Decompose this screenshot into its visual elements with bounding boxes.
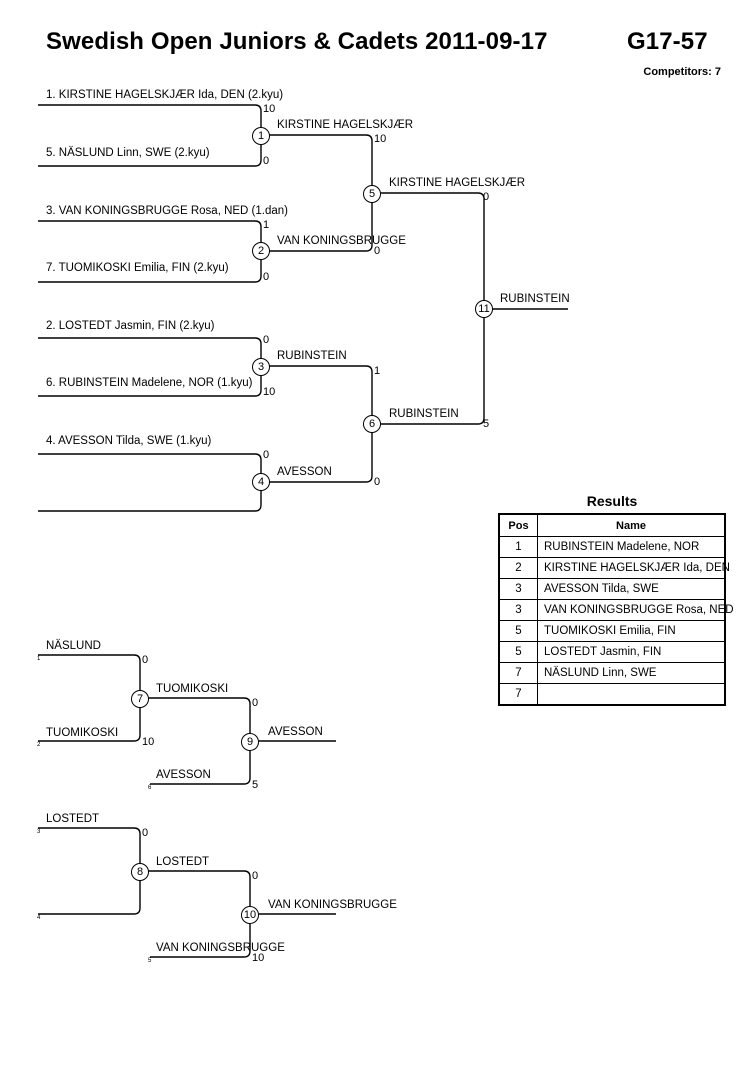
- pos-cell: 5: [498, 620, 538, 642]
- entry-3: 3. VAN KONINGSBRUGGE Rosa, NED (1.dan): [46, 205, 288, 217]
- match-node: 9: [241, 733, 259, 751]
- match-node: 10: [241, 906, 259, 924]
- pos-cell: 3: [498, 578, 538, 600]
- bronze-winner: VAN KONINGSBRUGGE: [268, 899, 397, 911]
- name-cell: VAN KONINGSBRUGGE Rosa, NED: [537, 599, 734, 621]
- match-node: 2: [252, 242, 270, 260]
- score: 5: [483, 418, 490, 430]
- name-cell: [537, 683, 726, 706]
- repechage-entry: LOSTEDT: [46, 813, 100, 825]
- match-node: 6: [363, 415, 381, 433]
- tournament-title: Swedish Open Juniors & Cadets 2011-09-17: [46, 28, 548, 55]
- match-node: 4: [252, 473, 270, 491]
- name-cell: RUBINSTEIN Madelene, NOR: [537, 536, 726, 558]
- winner-match-1: KIRSTINE HAGELSKJÆR: [277, 119, 414, 131]
- score: 0: [263, 271, 270, 283]
- score: 10: [252, 952, 265, 964]
- entry-mark: 5: [148, 958, 152, 964]
- pos-cell: 7: [498, 683, 538, 706]
- table-row: 7: [498, 683, 726, 706]
- name-cell: KIRSTINE HAGELSKJÆR Ida, DEN: [537, 557, 730, 579]
- score: 5: [252, 779, 259, 791]
- results-title: Results: [586, 493, 638, 509]
- repechage-entry: TUOMIKOSKI: [46, 727, 119, 739]
- name-cell: AVESSON Tilda, SWE: [537, 578, 726, 600]
- match-node: 3: [252, 358, 270, 376]
- pos-cell: 7: [498, 662, 538, 684]
- score: 0: [263, 334, 270, 346]
- category-label: G17-57: [627, 28, 708, 55]
- score: 1: [263, 219, 270, 231]
- winner-match-6: RUBINSTEIN: [389, 408, 459, 420]
- bronze-opponent: AVESSON: [156, 769, 211, 781]
- score: 0: [263, 449, 270, 461]
- score: 0: [252, 870, 259, 882]
- winner-match-5: KIRSTINE HAGELSKJÆR: [389, 177, 526, 189]
- score: 0: [374, 245, 381, 257]
- repechage-winner: TUOMIKOSKI: [156, 683, 229, 695]
- name-cell: NÄSLUND Linn, SWE: [537, 662, 726, 684]
- winner-match-3: RUBINSTEIN: [277, 350, 347, 362]
- pos-cell: 1: [498, 536, 538, 558]
- bronze-opponent: VAN KONINGSBRUGGE: [156, 942, 285, 954]
- name-cell: LOSTEDT Jasmin, FIN: [537, 641, 726, 663]
- entry-mark: 6: [148, 785, 152, 791]
- entry-mark: 3: [37, 829, 41, 835]
- score: 0: [252, 697, 259, 709]
- score: 0: [374, 476, 381, 488]
- entry-mark: 4: [37, 915, 41, 921]
- pos-cell: 5: [498, 641, 538, 663]
- col-name: Name: [537, 513, 726, 537]
- bronze-winner: AVESSON: [268, 726, 323, 738]
- col-pos: Pos: [498, 513, 538, 537]
- repechage-entry: NÄSLUND: [46, 640, 101, 652]
- score: 10: [263, 386, 276, 398]
- score: 10: [374, 133, 387, 145]
- score: 1: [374, 365, 381, 377]
- pos-cell: 2: [498, 557, 538, 579]
- winner-match-4: AVESSON: [277, 466, 332, 478]
- score: 0: [263, 155, 270, 167]
- match-node: 7: [131, 690, 149, 708]
- score: 0: [483, 191, 490, 203]
- entry-6: 6. RUBINSTEIN Madelene, NOR (1.kyu): [46, 377, 253, 389]
- entry-1: 1. KIRSTINE HAGELSKJÆR Ida, DEN (2.kyu): [46, 89, 284, 101]
- entry-5: 5. NÄSLUND Linn, SWE (2.kyu): [46, 147, 210, 159]
- score: 10: [142, 736, 155, 748]
- entry-4: 4. AVESSON Tilda, SWE (1.kyu): [46, 435, 212, 447]
- score: 0: [142, 654, 149, 666]
- page-title: Swedish Open Juniors & Cadets 2011-09-17…: [46, 28, 708, 56]
- match-node: 11: [475, 300, 493, 318]
- final-winner: RUBINSTEIN: [500, 293, 570, 305]
- competitors-count: Competitors: 7: [643, 66, 721, 78]
- score: 10: [263, 103, 276, 115]
- match-node: 8: [131, 863, 149, 881]
- match-node: 5: [363, 185, 381, 203]
- score: 0: [142, 827, 149, 839]
- pos-cell: 3: [498, 599, 538, 621]
- match-node: 1: [252, 127, 270, 145]
- entry-mark: 2: [37, 742, 41, 748]
- name-cell: TUOMIKOSKI Emilia, FIN: [537, 620, 726, 642]
- entry-mark: 1: [37, 656, 41, 662]
- entry-7: 7. TUOMIKOSKI Emilia, FIN (2.kyu): [46, 262, 229, 274]
- entry-2: 2. LOSTEDT Jasmin, FIN (2.kyu): [46, 320, 215, 332]
- winner-match-2: VAN KONINGSBRUGGE: [277, 235, 406, 247]
- repechage-winner: LOSTEDT: [156, 856, 210, 868]
